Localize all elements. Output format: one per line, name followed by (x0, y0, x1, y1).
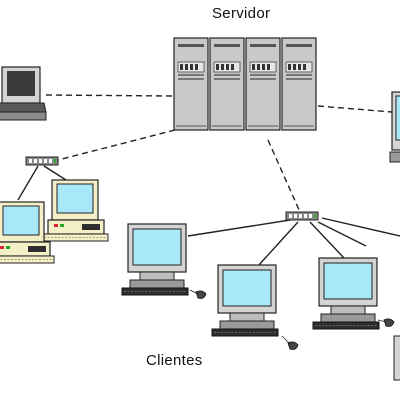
link-server-right-hub (267, 139, 301, 213)
server-rack-icon (173, 37, 317, 131)
link-server-right-pc (317, 105, 393, 113)
desktop-computer-icon (393, 335, 400, 381)
link-right-hub-pc1 (187, 219, 291, 237)
desktop-computer-icon (121, 223, 207, 299)
laptop-icon (0, 66, 47, 121)
clients-label: Clientes (146, 352, 203, 369)
desktop-computer-icon (389, 91, 400, 163)
link-right-hub-ext2 (317, 221, 367, 247)
link-left-hub-pc1 (17, 165, 39, 201)
link-right-hub-ext (321, 217, 400, 237)
network-hub-icon (25, 156, 59, 166)
link-right-hub-pc2 (257, 221, 299, 267)
desktop-computer-icon (41, 179, 109, 242)
desktop-computer-icon (211, 264, 299, 350)
network-links (17, 94, 400, 267)
link-left-hub-pc2 (43, 165, 67, 181)
link-laptop-server (45, 94, 173, 97)
link-server-left-hub (57, 129, 176, 161)
desktop-computer-icon (0, 201, 55, 264)
network-hub-icon (285, 211, 319, 221)
desktop-computer-icon (312, 257, 395, 330)
link-right-hub-pc3 (309, 221, 345, 259)
server-label: Servidor (212, 5, 271, 22)
